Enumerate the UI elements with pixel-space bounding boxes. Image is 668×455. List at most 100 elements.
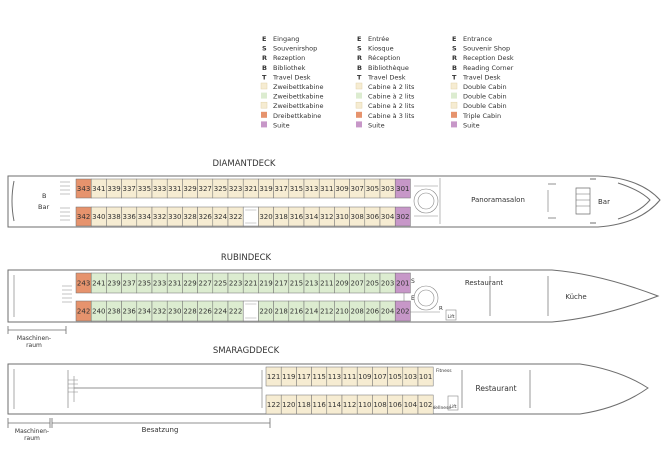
cabin: 312 [318, 206, 335, 227]
legend-swatch [356, 111, 362, 118]
cabin: 227 [197, 272, 214, 294]
cabin-number: 222 [229, 308, 242, 316]
rubin-restaurant: Restaurant [465, 279, 504, 287]
legend-swatch [260, 101, 268, 109]
cabin-number: 338 [107, 213, 120, 221]
legend-key: T [262, 73, 267, 81]
smaragd-stairs [68, 379, 459, 411]
cabin: 110 [356, 394, 373, 415]
legend-label: Travel Desk [462, 73, 501, 81]
cabin-number: 103 [404, 373, 417, 381]
cabin-number: 109 [358, 373, 371, 381]
smaragd-engine-marker [7, 418, 271, 428]
legend-label: Travel Desk [272, 73, 311, 81]
cabin: 103 [402, 366, 419, 387]
smaragd-hull [7, 363, 649, 415]
cabin: 201 [394, 272, 411, 294]
cabin: 338 [106, 206, 122, 227]
legend-swatch [450, 82, 458, 90]
legend-key: R [452, 54, 457, 62]
legend-swatch [356, 92, 362, 99]
cabin: 232 [151, 300, 168, 322]
cabin: 116 [311, 394, 328, 415]
legend-label: Cabine à 2 lits [368, 83, 415, 91]
legend-label: Reading Corner [463, 64, 514, 72]
cabin-number: 201 [396, 280, 409, 288]
cabin-number: 304 [381, 213, 395, 221]
cabin-number: 227 [199, 280, 212, 288]
cabin-number: 340 [92, 213, 105, 221]
cabin-number: 230 [168, 308, 181, 316]
corridor-gap [242, 206, 259, 227]
cabin-number: 107 [373, 373, 386, 381]
legend-label: Suite [368, 121, 385, 129]
cabin-number: 311 [320, 185, 333, 193]
cabin-number: 224 [214, 308, 228, 316]
cabin-number: 308 [351, 213, 364, 221]
cabin: 243 [75, 272, 92, 294]
rubin-reception-key: R [439, 306, 443, 312]
cabin: 112 [341, 394, 358, 415]
cabin: 234 [136, 300, 153, 322]
legend-key: S [262, 45, 267, 53]
cabin: 331 [166, 178, 183, 199]
cabin: 301 [394, 178, 411, 199]
legend-label: Souvenir Shop [463, 45, 510, 53]
legend-swatch [451, 92, 457, 99]
cabin-number: 333 [153, 185, 166, 193]
cabin: 319 [258, 178, 274, 199]
cabin-number: 112 [343, 401, 356, 409]
cabin: 304 [379, 206, 396, 227]
legend-label: Entrance [463, 35, 492, 43]
cabin: 101 [417, 366, 434, 387]
cabin-number: 212 [320, 308, 333, 316]
cabin-number: 206 [366, 308, 380, 316]
smaragd-lift: Lift [449, 404, 456, 410]
legend-key: E [262, 35, 266, 43]
cabin-number: 316 [290, 213, 304, 221]
cabin: 229 [182, 272, 198, 294]
cabin: 216 [288, 300, 305, 322]
legend-key: T [357, 73, 362, 81]
cabin: 325 [212, 178, 229, 199]
cabin: 315 [288, 178, 305, 199]
cabin-number: 334 [138, 213, 152, 221]
cabin-number: 120 [282, 401, 295, 409]
cabin-number: 325 [214, 185, 227, 193]
cabin-number: 228 [183, 308, 196, 316]
cabin: 226 [197, 300, 214, 322]
cabin-number: 310 [335, 213, 348, 221]
cabin: 204 [379, 300, 396, 322]
legend-label: Triple Cabin [462, 112, 501, 120]
cabin: 230 [166, 300, 183, 322]
smaragd-restaurant: Restaurant [475, 384, 516, 393]
cabin-number: 303 [381, 185, 394, 193]
legend-label: Reception Desk [463, 54, 514, 62]
cabin: 339 [106, 178, 122, 199]
cabin: 237 [121, 272, 138, 294]
cabin-number: 225 [214, 280, 227, 288]
cabin: 336 [121, 206, 138, 227]
smaragd-engine-line2: raum [24, 435, 40, 442]
cabin-number: 106 [389, 401, 403, 409]
legend-swatch [261, 92, 267, 99]
cabin-number: 210 [335, 308, 348, 316]
diamant-bar-left: Bar [38, 203, 49, 211]
cabin-number: 209 [335, 280, 348, 288]
cabin-number: 217 [275, 280, 288, 288]
cabin: 318 [273, 206, 290, 227]
legend-swatch [451, 111, 457, 118]
cabin: 218 [273, 300, 290, 322]
cabin-number: 328 [183, 213, 196, 221]
cabin: 224 [212, 300, 229, 322]
legend-label: Cabine à 3 lits [368, 112, 415, 120]
cabin-number: 121 [267, 373, 280, 381]
legend-label: Suite [273, 121, 290, 129]
cabin-number: 306 [366, 213, 380, 221]
cabin-number: 326 [199, 213, 213, 221]
cabin-number: 116 [313, 401, 327, 409]
cabin-number: 202 [396, 308, 409, 316]
cabin-number: 336 [123, 213, 137, 221]
cabin: 332 [151, 206, 168, 227]
legend-label: Double Cabin [463, 83, 507, 91]
